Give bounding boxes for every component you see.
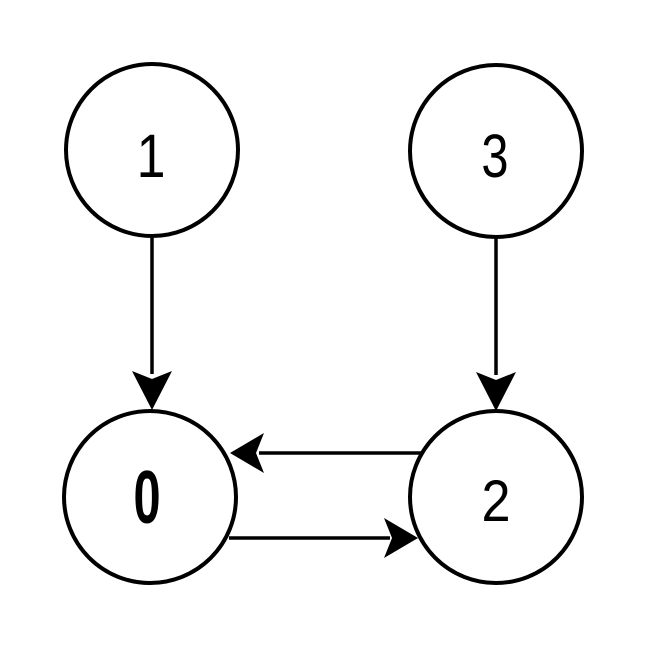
edge-0-to-2-arrowhead-icon — [384, 518, 418, 558]
node-2-label: 2 — [481, 468, 510, 533]
node-3-label: 3 — [481, 122, 508, 190]
edge-3-to-2 — [476, 239, 516, 411]
edge-1-to-0 — [132, 238, 172, 410]
node-2: 2 — [408, 409, 584, 585]
node-3: 3 — [408, 63, 584, 239]
edge-2-to-0 — [230, 433, 421, 473]
node-1-label: 1 — [137, 122, 166, 190]
node-1: 1 — [64, 62, 240, 238]
node-0-circle — [62, 409, 238, 585]
node-1-circle — [64, 62, 240, 238]
node-3-circle — [408, 63, 584, 239]
node-2-circle — [408, 409, 584, 585]
edge-3-to-2-arrowhead-icon — [476, 372, 516, 411]
edge-2-to-0-arrowhead-icon — [230, 433, 264, 473]
edge-1-to-0-arrowhead-icon — [132, 371, 172, 410]
edge-0-to-2 — [229, 518, 418, 558]
node-0-label: 0 — [133, 457, 160, 540]
node-0: 0 — [62, 409, 238, 585]
